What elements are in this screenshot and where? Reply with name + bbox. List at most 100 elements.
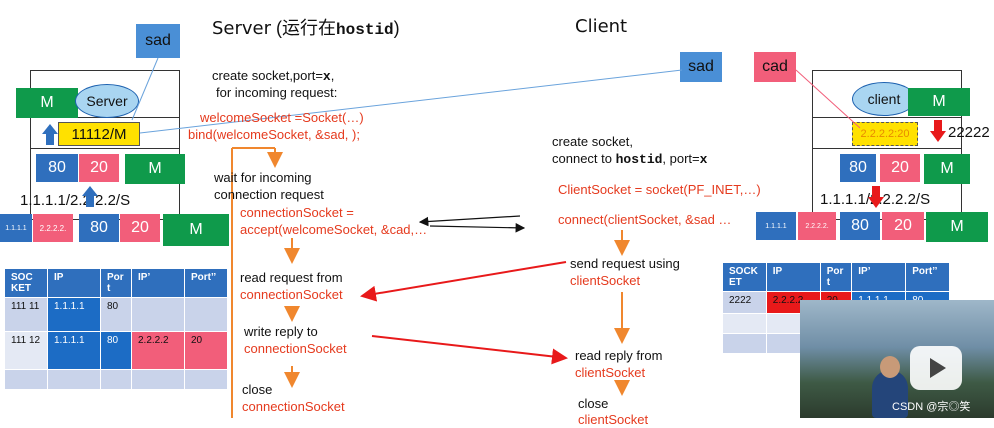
client-port-num: 22222 (948, 124, 990, 141)
table-cell (100, 369, 132, 390)
client-send-line-1: send request using (570, 256, 680, 271)
table-cell: 1.1.1.1 (47, 331, 101, 370)
server-close-line-1: close (242, 382, 273, 397)
sad-label-left: sad (136, 24, 180, 58)
server-title-word: Server (212, 18, 272, 39)
table-cell (184, 369, 228, 390)
client-connect-text: connect to (552, 151, 616, 166)
client-m-box: M (908, 88, 970, 116)
header-cell: SOCK ET (722, 262, 767, 292)
presenter-head (880, 356, 900, 378)
server-up-arrow-1 (42, 124, 58, 134)
header-cell: IP (765, 262, 821, 292)
header-cell: SOC KET (4, 268, 48, 298)
client-m-box-2: M (924, 154, 970, 184)
flow-arrows (131, 57, 861, 418)
client-nic-ip: 1.1.1.1 (756, 212, 796, 240)
table-row (4, 369, 228, 390)
server-up-arrow-2 (82, 186, 98, 196)
server-nic-ip: 1.1.1.1 (0, 214, 32, 242)
header-cell: IP’ (851, 262, 907, 292)
table-cell (47, 369, 101, 390)
sad-label-right: sad (680, 52, 722, 82)
server-title: Server (运行在hostid) (212, 14, 400, 40)
client-close-line-1: close (578, 396, 609, 411)
watermark: CSDN @宗◎笑 (892, 401, 971, 413)
client-connect-x: x (699, 152, 708, 167)
server-write-line-2: connectionSocket (244, 341, 347, 356)
server-title-close: ) (393, 18, 400, 38)
table-cell: 80 (100, 331, 132, 370)
server-port-tag: 11112/M (58, 122, 140, 146)
server-create-x: x (322, 69, 331, 84)
table-cell: 111 12 (4, 331, 48, 370)
server-port-20: 20 (79, 154, 119, 182)
client-host-line-2 (812, 148, 962, 149)
client-connect-host: hostid (615, 152, 663, 167)
client-table-header: SOCK ET IP Por t IP’ Port’’ (722, 262, 950, 292)
server-nic-m: M (163, 214, 229, 246)
table-cell (722, 333, 767, 354)
server-accept-line-2: accept(welcomeSocket, &cad,… (240, 222, 428, 237)
server-host-line-2 (30, 148, 180, 149)
play-triangle-icon (930, 358, 946, 378)
client-down-arrow-1 (930, 131, 946, 142)
server-nic-20: 20 (120, 214, 160, 242)
client-title: Client (575, 16, 628, 37)
presenter-figure (872, 370, 908, 418)
server-read-line-1: read request from (240, 270, 343, 285)
server-socket-table: SOC KET IP Por t IP’ Port’’ 111 11 1.1.1… (4, 268, 228, 390)
client-read-line-2: clientSocket (575, 365, 646, 380)
client-port-80: 80 (840, 154, 876, 182)
table-cell: 20 (184, 331, 228, 370)
table-cell (131, 297, 185, 332)
client-port-20: 20 (880, 154, 920, 182)
client-connect-port: , port= (662, 151, 700, 166)
table-cell (131, 369, 185, 390)
client-addr-tag: 2.2.2.2:20 (852, 122, 918, 146)
client-down-arrow-2-stem (872, 186, 880, 198)
table-cell: 1.1.1.1 (47, 297, 101, 332)
header-cell: Por t (819, 262, 853, 292)
client-send-line-2: clientSocket (570, 273, 641, 288)
server-up-arrow-1-stem (46, 133, 54, 145)
server-accept-line-1: connectionSocket = (240, 205, 354, 220)
table-cell: 2222 (722, 291, 767, 314)
client-down-arrow-1-stem (934, 120, 942, 132)
server-code-socket: welcomeSocket =Socket(…) (200, 110, 364, 125)
client-process-oval: client (852, 82, 916, 116)
play-icon[interactable] (910, 346, 962, 390)
server-port-80: 80 (36, 154, 78, 182)
server-process-oval: Server (75, 84, 139, 118)
table-cell: 2.2.2.2 (131, 331, 185, 370)
header-cell: Port’’ (905, 262, 950, 292)
server-create-line-1: create socket,port=x, (212, 68, 334, 85)
header-cell: Port’’ (184, 268, 228, 298)
table-row: 111 11 1.1.1.1 80 (4, 297, 228, 332)
client-code-connect: connect(clientSocket, &sad … (558, 212, 732, 227)
table-cell: 80 (100, 297, 132, 332)
client-nic-80: 80 (840, 212, 880, 240)
client-create-line-1: create socket, (552, 134, 633, 149)
server-code-bind: bind(welcomeSocket, &sad, ); (188, 127, 360, 142)
client-down-arrow-2 (868, 197, 884, 208)
server-nic-ip2: 2.2.2.2. (33, 214, 73, 242)
server-create-comma: , (330, 68, 335, 83)
server-wait-line-1: wait for incoming (214, 170, 312, 185)
client-nic-ip2: 2.2.2.2. (798, 212, 836, 240)
client-host-line-1 (812, 117, 962, 118)
server-addr: 1.1.1.1/2.2.2.2/S (20, 192, 131, 209)
server-up-arrow-2-stem (86, 195, 94, 207)
server-title-paren: (运行在 (276, 18, 337, 38)
header-cell: Por t (100, 268, 132, 298)
server-read-line-2: connectionSocket (240, 287, 343, 302)
server-nic-80: 80 (79, 214, 119, 242)
client-code-socket: ClientSocket = socket(PF_INET,…) (558, 182, 761, 197)
client-close-line-2: clientSocket (578, 412, 649, 427)
client-create-line-2: connect to hostid, port=x (552, 151, 707, 168)
table-cell (722, 313, 767, 334)
server-create-line-2: for incoming request: (216, 85, 338, 100)
server-close-line-2: connectionSocket (242, 399, 345, 414)
table-cell (4, 369, 48, 390)
client-nic-20: 20 (882, 212, 924, 240)
